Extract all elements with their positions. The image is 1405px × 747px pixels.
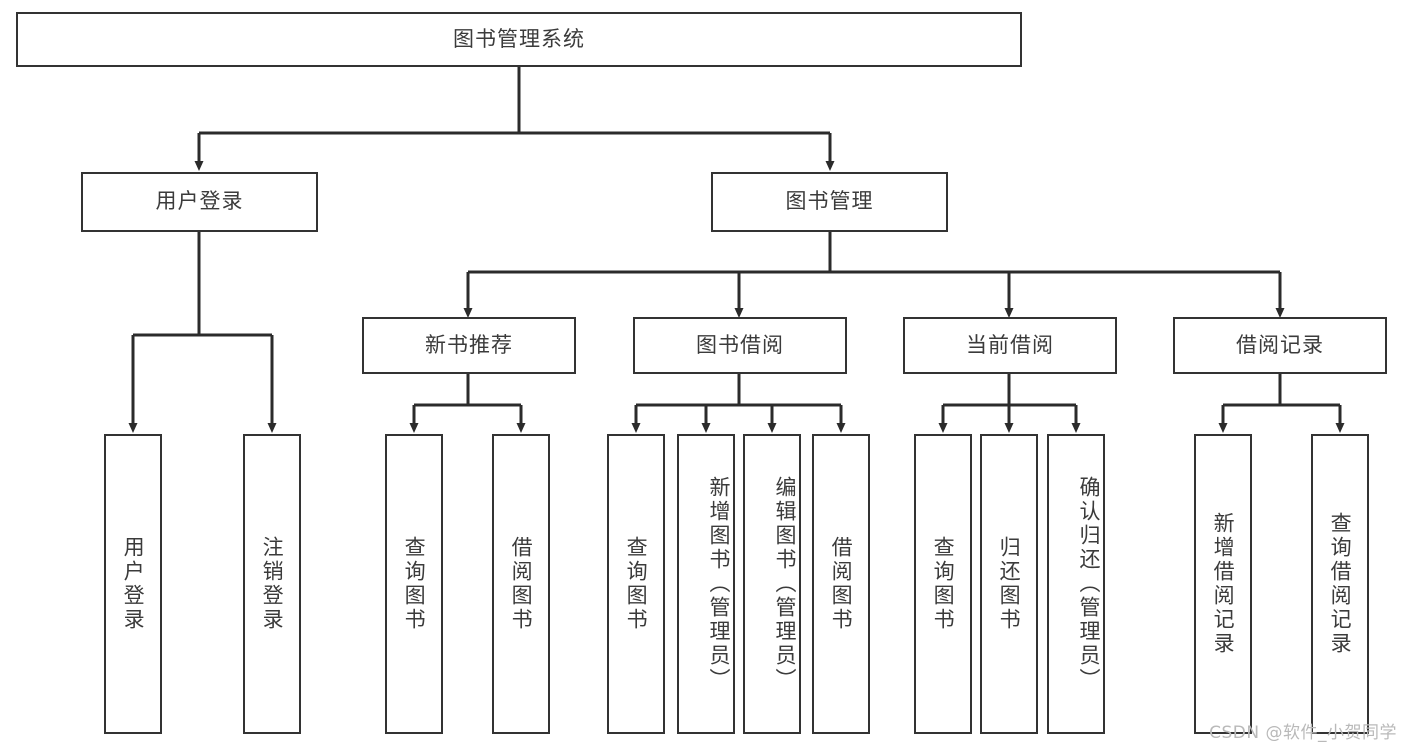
leaf-edit-book-admin[interactable]: 编辑图书（管理员） <box>743 434 801 734</box>
leaf-query-borrow-record[interactable]: 查询借阅记录 <box>1311 434 1369 734</box>
node-label: 编辑图书（管理员） <box>773 476 797 692</box>
leaf-borrow-book-newbook[interactable]: 借阅图书 <box>492 434 550 734</box>
node-label: 注销登录 <box>260 536 285 632</box>
node-label: 确认归还（管理员） <box>1077 476 1101 692</box>
node-label: 借阅记录 <box>1236 332 1324 357</box>
node-label: 新增图书（管理员） <box>707 476 731 692</box>
node-label: 用户登录 <box>121 536 146 632</box>
leaf-logout[interactable]: 注销登录 <box>243 434 301 734</box>
leaf-user-login[interactable]: 用户登录 <box>104 434 162 734</box>
node-label: 用户登录 <box>155 189 244 214</box>
node-label: 新增借阅记录 <box>1211 512 1236 656</box>
node-root-book-management-system[interactable]: 图书管理系统 <box>16 12 1022 67</box>
node-label: 借阅图书 <box>829 536 854 632</box>
leaf-borrow-book[interactable]: 借阅图书 <box>812 434 870 734</box>
leaf-return-book[interactable]: 归还图书 <box>980 434 1038 734</box>
node-label: 归还图书 <box>997 536 1022 632</box>
node-label: 查询借阅记录 <box>1328 512 1353 656</box>
node-current-borrowing[interactable]: 当前借阅 <box>903 317 1117 374</box>
node-label: 新书推荐 <box>425 332 513 357</box>
node-user-login[interactable]: 用户登录 <box>81 172 318 232</box>
node-label: 图书借阅 <box>696 332 784 357</box>
node-new-book-recommendation[interactable]: 新书推荐 <box>362 317 576 374</box>
leaf-confirm-return-admin[interactable]: 确认归还（管理员） <box>1047 434 1105 734</box>
node-label: 查询图书 <box>624 536 649 632</box>
node-label: 查询图书 <box>931 536 956 632</box>
node-label: 借阅图书 <box>509 536 534 632</box>
leaf-query-book-borrow[interactable]: 查询图书 <box>607 434 665 734</box>
node-label: 查询图书 <box>402 536 427 632</box>
leaf-add-book-admin[interactable]: 新增图书（管理员） <box>677 434 735 734</box>
leaf-add-borrow-record[interactable]: 新增借阅记录 <box>1194 434 1252 734</box>
leaf-query-book-current[interactable]: 查询图书 <box>914 434 972 734</box>
watermark: CSDN @软件_小贺同学 <box>1209 723 1397 743</box>
node-label: 图书管理 <box>785 189 874 214</box>
node-label: 图书管理系统 <box>453 26 585 51</box>
node-label: 当前借阅 <box>966 332 1054 357</box>
node-book-management[interactable]: 图书管理 <box>711 172 948 232</box>
node-borrowing-records[interactable]: 借阅记录 <box>1173 317 1387 374</box>
leaf-query-book-newbook[interactable]: 查询图书 <box>385 434 443 734</box>
node-book-borrowing[interactable]: 图书借阅 <box>633 317 847 374</box>
